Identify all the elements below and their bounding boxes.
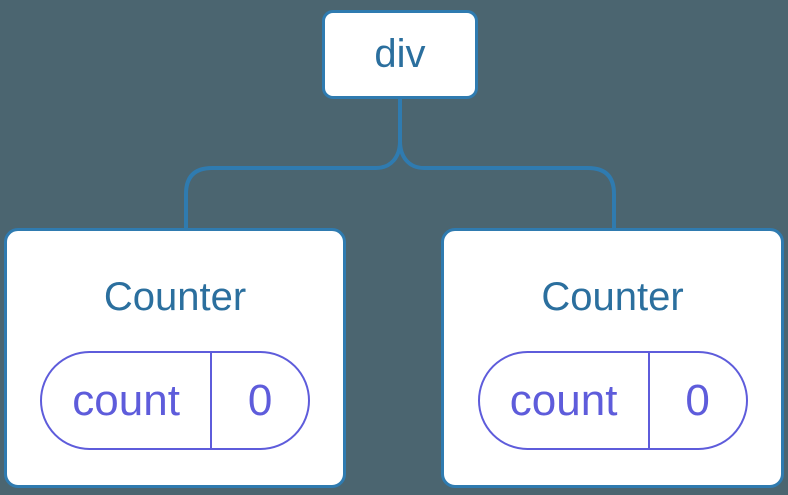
state-value: 0 <box>685 375 710 425</box>
tree-node-counter-right: Counter count 0 <box>441 228 784 488</box>
state-pill: count 0 <box>477 351 748 450</box>
connector-branch-left <box>184 140 402 229</box>
tree-node-root: div <box>322 10 478 99</box>
root-node-label: div <box>374 32 426 76</box>
state-key-label: count <box>42 353 213 448</box>
component-name-label: Counter <box>541 275 684 319</box>
tree-node-counter-left: Counter count 0 <box>4 228 346 488</box>
connector-branch-right <box>398 140 616 229</box>
state-value: 0 <box>247 375 273 425</box>
state-pill: count 0 <box>40 351 310 450</box>
component-name-label: Counter <box>103 275 247 319</box>
state-key-label: count <box>480 353 650 448</box>
